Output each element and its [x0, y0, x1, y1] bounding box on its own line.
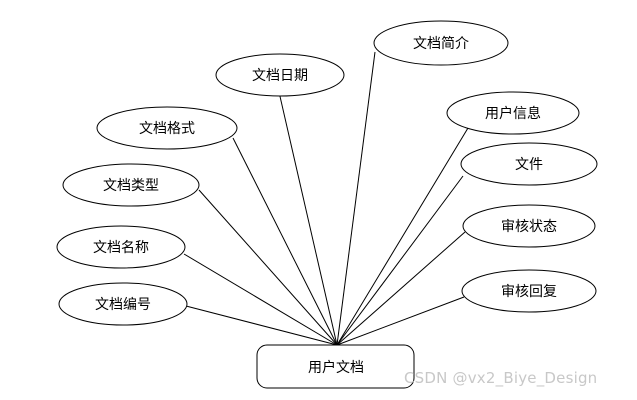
attribute-node: 文档类型: [62, 163, 200, 207]
connector-line: [336, 175, 464, 346]
attribute-node: 文档格式: [96, 106, 238, 150]
attribute-label: 文档类型: [103, 178, 159, 194]
attribute-ellipse: [462, 204, 596, 248]
connector-line: [336, 231, 466, 346]
attribute-node: 用户信息: [446, 91, 580, 135]
attribute-node: 文档编号: [58, 282, 188, 326]
attribute-node: 审核状态: [462, 204, 596, 248]
attribute-node: 审核回复: [461, 269, 597, 313]
attribute-label: 文档日期: [252, 68, 308, 84]
attribute-node: 文档日期: [215, 53, 345, 97]
attribute-label: 文件: [515, 157, 543, 173]
attribute-ellipse: [461, 269, 597, 313]
entity-node: 用户文档: [256, 344, 415, 389]
attribute-node: 文件: [460, 142, 598, 186]
attribute-label: 审核状态: [501, 219, 557, 235]
connector-line: [278, 91, 338, 346]
connector-line: [336, 127, 469, 346]
attribute-label: 文档编号: [95, 297, 151, 313]
attribute-label: 文档简介: [413, 35, 469, 52]
attribute-ellipse: [56, 225, 186, 269]
entity-box: [256, 344, 415, 389]
attribute-ellipse: [62, 163, 200, 207]
connector-line: [198, 189, 338, 346]
attribute-ellipse: [96, 106, 238, 150]
watermark-text: CSDN @vx2_Biye_Design: [404, 369, 598, 387]
connector-line: [232, 137, 338, 346]
attribute-ellipse: [460, 142, 598, 186]
attribute-ellipse: [215, 53, 345, 97]
attribute-label: 审核回复: [501, 283, 557, 300]
attribute-label: 文档格式: [139, 121, 195, 137]
connector-line: [336, 296, 465, 346]
connector-lines: [183, 51, 469, 346]
connector-line: [185, 305, 338, 346]
attribute-ellipse: [373, 20, 509, 66]
entity-label: 用户文档: [308, 359, 364, 376]
attribute-ellipse: [446, 91, 580, 135]
attribute-label: 用户信息: [485, 105, 541, 122]
attribute-node: 文档简介: [373, 20, 509, 66]
attribute-ellipse: [58, 282, 188, 326]
connector-line: [183, 253, 338, 346]
connector-line: [336, 51, 376, 346]
attribute-node: 文档名称: [56, 225, 186, 269]
attribute-nodes: 文档简介 文档日期 用户信息 文档格式 文件 文档类型: [56, 20, 598, 326]
attribute-label: 文档名称: [93, 240, 149, 256]
